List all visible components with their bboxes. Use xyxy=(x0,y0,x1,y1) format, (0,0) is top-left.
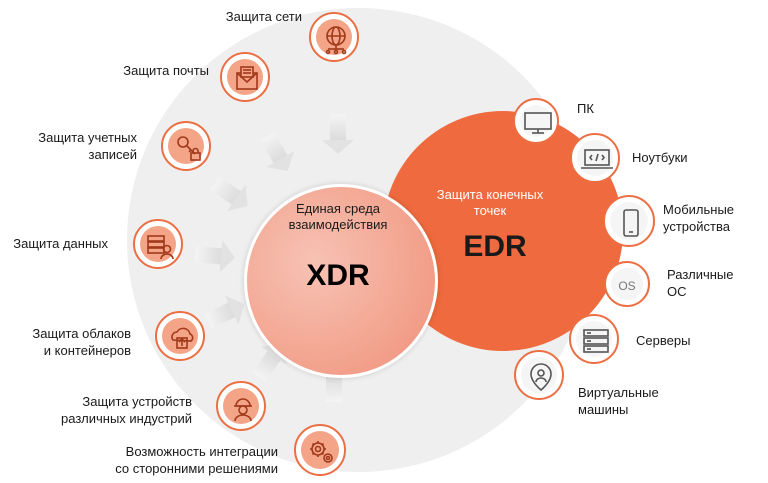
industrial-worker-icon xyxy=(234,398,252,422)
gears-icon xyxy=(310,441,333,463)
laptop-label: Ноутбуки xyxy=(632,150,688,165)
edr-title: EDR xyxy=(463,230,527,263)
inward-arrow xyxy=(322,114,354,154)
server-label: Серверы xyxy=(636,333,691,348)
xdr-circle xyxy=(244,184,438,378)
xdr-title: XDR xyxy=(306,259,370,292)
pc-label: ПК xyxy=(577,101,594,116)
os-icon: OS xyxy=(618,279,636,293)
industrial-protection-label: Защита устройств различных индустрий xyxy=(61,394,192,426)
os-node[interactable]: OS xyxy=(604,261,650,307)
integration-label: Возможность интеграции со сторонними реш… xyxy=(115,444,278,476)
account-protection-label: Защита учетных записей xyxy=(38,130,137,162)
mobile-node[interactable] xyxy=(603,195,655,247)
laptop-node[interactable] xyxy=(570,133,620,183)
edr-subtitle: Защита конечных точек xyxy=(436,187,544,218)
account-protection-node[interactable] xyxy=(161,121,211,171)
pc-node[interactable] xyxy=(513,98,559,144)
smartphone-icon xyxy=(623,209,639,237)
vm-node[interactable] xyxy=(514,350,564,400)
data-protection-node[interactable] xyxy=(133,219,183,269)
network-protection-label: Защита сети xyxy=(225,9,302,24)
network-protection-node[interactable] xyxy=(309,12,359,62)
cloud-upload-icon xyxy=(171,327,194,349)
inward-arrow xyxy=(219,240,237,274)
server-rack-icon xyxy=(583,329,609,353)
integration-node[interactable] xyxy=(294,424,346,476)
mobile-label: Мобильные устройства xyxy=(663,202,735,234)
data-protection-label: Защита данных xyxy=(13,236,108,251)
industrial-protection-node[interactable] xyxy=(216,381,266,431)
monitor-icon xyxy=(524,112,552,134)
os-label: Различные ОС xyxy=(667,267,734,299)
xdr-subtitle: Единая среда взаимодействия xyxy=(288,201,388,232)
virtual-machine-icon xyxy=(530,363,552,392)
key-lock-icon xyxy=(177,136,201,161)
mail-icon xyxy=(236,66,258,90)
mail-protection-node[interactable] xyxy=(220,52,270,102)
cloud-protection-node[interactable] xyxy=(155,311,205,361)
server-node[interactable] xyxy=(569,314,619,364)
laptop-code-icon xyxy=(581,149,613,169)
cloud-protection-label: Защита облаков и контейнеров xyxy=(32,326,131,358)
vm-label: Виртуальные машины xyxy=(578,385,659,417)
network-globe-icon xyxy=(325,26,347,55)
mail-protection-label: Защита почты xyxy=(123,63,209,78)
data-server-user-icon xyxy=(147,235,174,260)
